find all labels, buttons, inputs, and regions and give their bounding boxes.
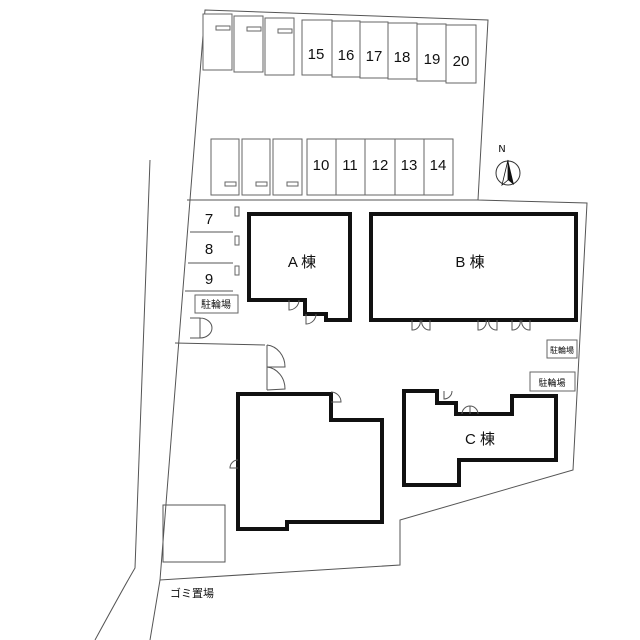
parking-number: 13 bbox=[401, 157, 418, 174]
building-a-label: A 棟 bbox=[288, 254, 316, 271]
bicycle-parking-box bbox=[529, 371, 576, 392]
north-arrow-icon bbox=[495, 159, 521, 187]
building-c-label: C 棟 bbox=[465, 431, 495, 448]
parking-number: 8 bbox=[205, 241, 213, 258]
bicycle-parking-label: 駐輪場 bbox=[550, 345, 574, 355]
parking-number: 14 bbox=[430, 157, 447, 174]
parking-second-row bbox=[210, 138, 454, 196]
parking-number: 9 bbox=[205, 271, 213, 288]
building-main bbox=[236, 392, 384, 531]
garbage-area bbox=[162, 504, 226, 563]
building-c bbox=[402, 389, 558, 487]
parking-number: 19 bbox=[424, 51, 441, 68]
building-b-label: B 棟 bbox=[455, 254, 484, 271]
road-edge bbox=[94, 159, 151, 640]
parking-number: 7 bbox=[205, 211, 213, 228]
bicycle-parking-label: 駐輪場 bbox=[201, 298, 231, 311]
building-a bbox=[247, 212, 352, 322]
parking-number: 18 bbox=[394, 49, 411, 66]
parking-number: 20 bbox=[453, 53, 470, 70]
bicycle-parking-box bbox=[546, 339, 578, 359]
parking-number: 17 bbox=[366, 48, 383, 65]
garbage-label: ゴミ置場 bbox=[170, 586, 214, 600]
bicycle-parking-label: 駐輪場 bbox=[538, 377, 565, 389]
site-boundary bbox=[159, 9, 588, 581]
path-line bbox=[174, 342, 266, 346]
parking-number: 15 bbox=[308, 46, 325, 63]
doors bbox=[190, 299, 531, 469]
parking-number: 11 bbox=[342, 157, 358, 174]
parking-top-row bbox=[202, 13, 477, 84]
road-edge-2 bbox=[149, 579, 161, 640]
parking-number: 16 bbox=[338, 47, 355, 64]
parking-number: 10 bbox=[313, 157, 330, 174]
parking-number: 12 bbox=[372, 157, 389, 174]
building-b bbox=[369, 212, 578, 322]
north-label: N bbox=[498, 144, 505, 155]
bicycle-parking-box bbox=[194, 294, 239, 314]
